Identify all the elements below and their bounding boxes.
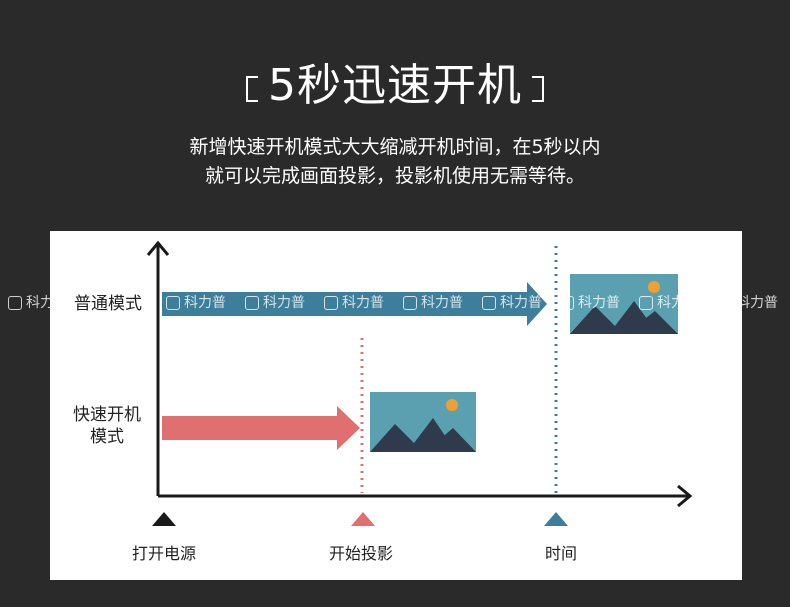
watermark-logo-icon [245, 296, 259, 310]
watermark: 科力普 [8, 293, 68, 313]
watermark-text: 科力普 [736, 295, 778, 311]
watermark-logo-icon [324, 296, 338, 310]
mountain-icon [625, 311, 678, 334]
title-wrap: 5秒迅速开机 [0, 58, 790, 114]
fast-mode-arrow [162, 406, 360, 450]
time-label: 时间 [544, 544, 577, 563]
fast-mode-label-line-1: 快速开机 [73, 405, 141, 425]
watermark: 科力普 [324, 293, 384, 313]
landscape-image-icon [370, 392, 476, 452]
title-bracket-left [246, 76, 258, 102]
watermark: 科力普 [718, 293, 778, 313]
watermark-logo-icon [560, 296, 574, 310]
page-title: 5秒迅速开机 [246, 58, 544, 114]
watermark: 科力普 [403, 293, 463, 313]
fast-mode-label: 快速开机 模式 [62, 404, 152, 448]
watermark: 科力普 [482, 293, 542, 313]
sun-icon [446, 399, 458, 411]
subtitle-line-1: 新增快速开机模式大大缩减开机时间，在5秒以内 [189, 136, 601, 158]
normal-mode-arrow [162, 282, 547, 326]
watermark-text: 科力普 [184, 295, 226, 311]
watermark: 科力普 [245, 293, 305, 313]
mountain-icon [425, 428, 476, 452]
watermark-logo-icon [639, 296, 653, 310]
watermark-logo-icon [482, 296, 496, 310]
watermark-text: 科力普 [342, 295, 384, 311]
watermark-text: 科力普 [26, 295, 68, 311]
normal-mode-label: 普通模式 [74, 294, 142, 314]
landscape-image-icon [570, 274, 678, 334]
power-on-label: 打开电源 [131, 544, 196, 563]
watermark: 科力普 [560, 293, 620, 313]
boot-time-diagram [146, 240, 693, 526]
time-marker [544, 512, 568, 526]
start-projection-label: 开始投影 [328, 544, 393, 563]
watermark-logo-icon [166, 296, 180, 310]
y-axis-arrowhead [146, 240, 170, 256]
title-bracket-right [532, 76, 544, 102]
watermark-logo-icon [8, 296, 22, 310]
x-axis-arrowhead [677, 484, 693, 508]
start-projection-marker [351, 512, 375, 526]
sun-icon [648, 281, 660, 293]
watermark-text: 科力普 [421, 295, 463, 311]
fast-mode-label-line-2: 模式 [90, 427, 124, 447]
mountain-icon [370, 418, 456, 452]
watermark-text: 科力普 [500, 295, 542, 311]
watermark-logo-icon [403, 296, 417, 310]
fast-mode-arrow-head [337, 406, 360, 450]
normal-mode-arrow-head [527, 282, 547, 326]
watermark: 科力普 [166, 293, 226, 313]
power-on-marker [152, 512, 176, 526]
page-title-text: 5秒迅速开机 [268, 60, 522, 111]
subtitle-line-2: 就可以完成画面投影，投影机使用无需等待。 [204, 165, 585, 187]
watermark-text: 科力普 [657, 295, 699, 311]
normal-mode-arrow-body [162, 292, 527, 316]
watermark-logo-icon [718, 296, 732, 310]
watermark-text: 科力普 [263, 295, 305, 311]
diagram-panel: 普通模式 快速开机 模式 打开电源 开始投影 时间 [50, 231, 742, 580]
watermark-text: 科力普 [578, 295, 620, 311]
fast-mode-arrow-body [162, 416, 340, 440]
watermark: 科力普 [639, 293, 699, 313]
